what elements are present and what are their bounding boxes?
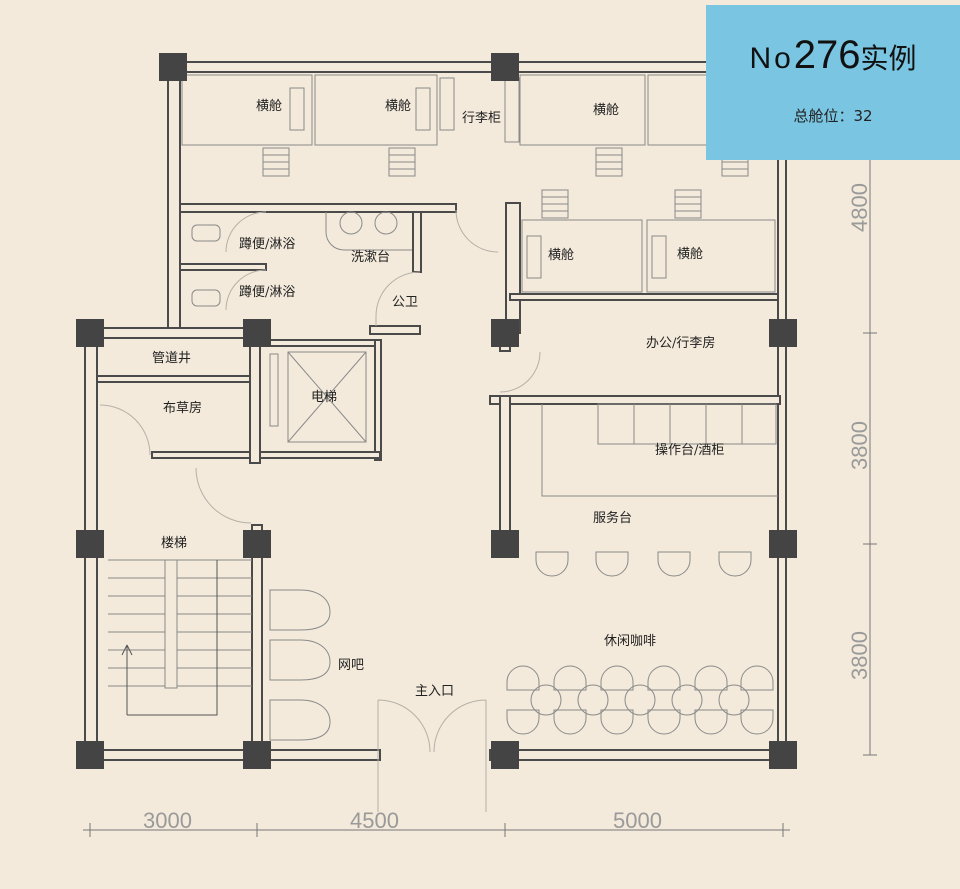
chair <box>740 709 774 735</box>
structural-column <box>491 53 519 81</box>
chair <box>595 551 629 577</box>
structural-column <box>769 741 797 769</box>
capsule-top-2: 横舱 <box>385 99 411 114</box>
structural-column <box>159 53 187 81</box>
chair <box>718 551 752 577</box>
office-luggage-room: 办公/行李房 <box>646 335 715 351</box>
cafe: 休闲咖啡 <box>604 634 656 649</box>
chair <box>553 709 587 735</box>
dimension-lines: 3000 4500 5000 4800 3800 3800 <box>83 150 877 837</box>
structural-column <box>491 530 519 558</box>
capsule-top-1: 横舱 <box>256 99 282 114</box>
structural-column <box>769 319 797 347</box>
fixtures <box>108 211 778 741</box>
cafe-table <box>718 684 750 716</box>
room-labels: 横舱 横舱 横舱 行李柜 横舱 横舱 蹲便/淋浴 蹲便/淋浴 洗漱台 公卫 管道… <box>152 99 724 699</box>
columns <box>76 53 797 769</box>
cafe-seating <box>506 551 774 735</box>
public-toilet: 公卫 <box>392 295 418 310</box>
chair <box>600 709 634 735</box>
chair <box>647 709 681 735</box>
chair <box>600 665 634 691</box>
pipe-shaft: 管道井 <box>152 351 191 366</box>
bar-counter: 操作台/酒柜 <box>655 442 724 458</box>
case-title: No276实例 <box>706 33 960 78</box>
toilet-shower-1: 蹲便/淋浴 <box>239 237 295 252</box>
structural-column <box>769 530 797 558</box>
washbasin: 洗漱台 <box>351 250 390 265</box>
chair <box>506 709 540 735</box>
structural-column <box>243 741 271 769</box>
chair <box>657 551 691 577</box>
chair <box>694 709 728 735</box>
cafe-table <box>671 684 703 716</box>
total-capsules: 总舱位：32 <box>793 107 873 125</box>
elevator: 电梯 <box>311 390 337 405</box>
dim-bottom-1: 3000 <box>143 808 192 833</box>
capsule-mid-1: 横舱 <box>548 248 574 263</box>
chair <box>506 665 540 691</box>
cafe-table <box>624 684 656 716</box>
capsule-top-3: 横舱 <box>593 103 619 118</box>
structural-column <box>243 319 271 347</box>
cafe-table <box>530 684 562 716</box>
chair <box>740 665 774 691</box>
case-suffix: 实例 <box>860 43 917 74</box>
linen-room: 布草房 <box>163 400 202 416</box>
structural-column <box>76 530 104 558</box>
capsule-units <box>181 74 777 293</box>
dim-bottom-2: 4500 <box>350 808 399 833</box>
dim-right-3: 3800 <box>847 631 872 680</box>
structural-column <box>491 319 519 347</box>
main-entrance: 主入口 <box>415 684 454 699</box>
luggage-cabinet: 行李柜 <box>462 111 501 126</box>
chair <box>694 665 728 691</box>
case-prefix: No <box>749 42 794 75</box>
dim-bottom-3: 5000 <box>613 808 662 833</box>
chair <box>535 551 569 577</box>
toilet-shower-2: 蹲便/淋浴 <box>239 285 295 300</box>
dim-right-2: 3800 <box>847 421 872 470</box>
dim-right-1: 4800 <box>847 183 872 232</box>
stairs: 楼梯 <box>161 536 187 551</box>
chair <box>553 665 587 691</box>
structural-column <box>76 319 104 347</box>
capsule-mid-2: 横舱 <box>677 247 703 262</box>
cafe-table <box>577 684 609 716</box>
internet-bar: 网吧 <box>338 658 364 673</box>
walls <box>84 61 787 761</box>
service-desk: 服务台 <box>593 510 632 526</box>
structural-column <box>491 741 519 769</box>
case-number: 276 <box>793 33 861 77</box>
case-badge: No276实例 总舱位：32 <box>706 5 960 160</box>
structural-column <box>76 741 104 769</box>
chair <box>647 665 681 691</box>
doors <box>99 209 541 812</box>
structural-column <box>243 530 271 558</box>
